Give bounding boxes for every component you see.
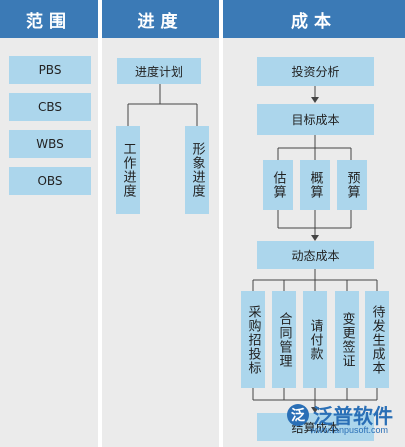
- cost-final-settlement: 结算成本: [257, 413, 374, 441]
- cost-estimate: 估算: [263, 160, 293, 210]
- watermark-url: www.fanpusoft.com: [310, 425, 389, 435]
- scope-cbs: CBS: [9, 93, 91, 121]
- scope-pbs: PBS: [9, 56, 91, 84]
- cost-item-procurement: 采购招投标: [241, 291, 265, 388]
- brand-logo-icon: 泛: [287, 403, 309, 426]
- cost-header: 成本: [223, 0, 405, 38]
- cost-item-contract: 合同管理: [272, 291, 296, 388]
- schedule-header: 进度: [102, 0, 219, 38]
- cost-budget: 预算: [337, 160, 367, 210]
- schedule-image-progress: 形象进度: [185, 126, 209, 214]
- scope-wbs: WBS: [9, 130, 91, 158]
- cost-item-payment: 请付款: [303, 291, 327, 388]
- cost-dynamic-cost: 动态成本: [257, 241, 374, 269]
- scope-header: 范围: [0, 0, 98, 38]
- schedule-work-progress: 工作进度: [116, 126, 140, 214]
- cost-investment-analysis: 投资分析: [257, 57, 374, 86]
- cost-rough-estimate: 概算: [300, 160, 330, 210]
- watermark-brand: 泛普软件: [313, 404, 393, 428]
- cost-target-cost: 目标成本: [257, 104, 374, 135]
- scope-obs: OBS: [9, 167, 91, 195]
- cost-item-pending: 待发生成本: [365, 291, 389, 388]
- cost-item-change: 变更签证: [335, 291, 359, 388]
- schedule-plan: 进度计划: [117, 58, 201, 84]
- watermark-logo: 泛 泛普软件: [287, 400, 393, 429]
